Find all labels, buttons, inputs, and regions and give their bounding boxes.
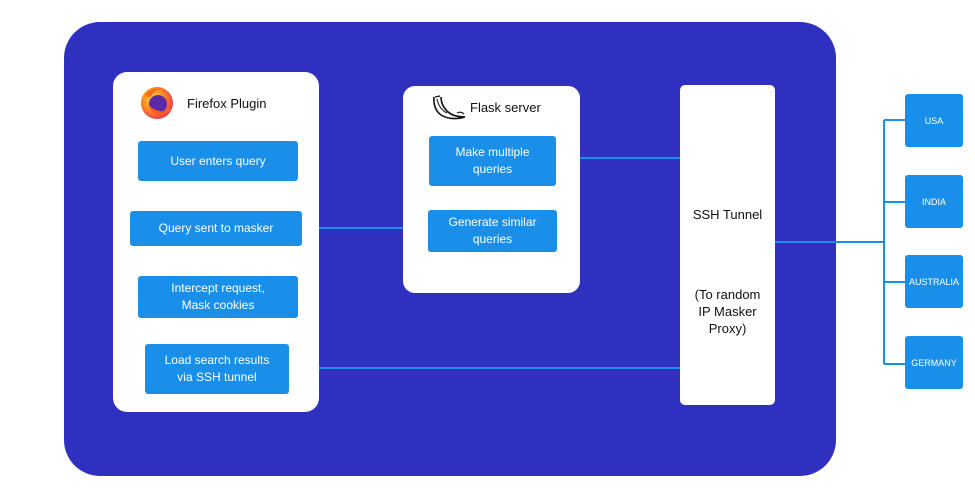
firefox-plugin-title: Firefox Plugin (187, 96, 267, 111)
country-india: INDIA (905, 175, 963, 228)
firefox-logo-icon (141, 87, 173, 119)
ssh-tunnel-title: SSH Tunnel (692, 207, 763, 222)
step-user-enters-query: User enters query (138, 141, 298, 181)
flask-logo-icon (433, 95, 466, 120)
flask-server-title: Flask server (470, 100, 541, 115)
ssh-tunnel-note: (To random IP Masker Proxy) (694, 287, 761, 336)
step-load-search-results: Load search results via SSH tunnel (145, 344, 289, 394)
step-intercept-request: Intercept request, Mask cookies (138, 276, 298, 318)
step-generate-similar-queries: Generate similar queries (428, 210, 557, 252)
country-germany: GERMANY (905, 336, 963, 389)
country-australia: AUSTRALIA (905, 255, 963, 308)
step-query-sent-to-masker: Query sent to masker (130, 211, 302, 246)
flask-server-card (403, 86, 580, 293)
step-make-multiple-queries: Make multiple queries (429, 136, 556, 186)
country-usa: USA (905, 94, 963, 147)
ssh-tunnel-card (680, 85, 775, 405)
